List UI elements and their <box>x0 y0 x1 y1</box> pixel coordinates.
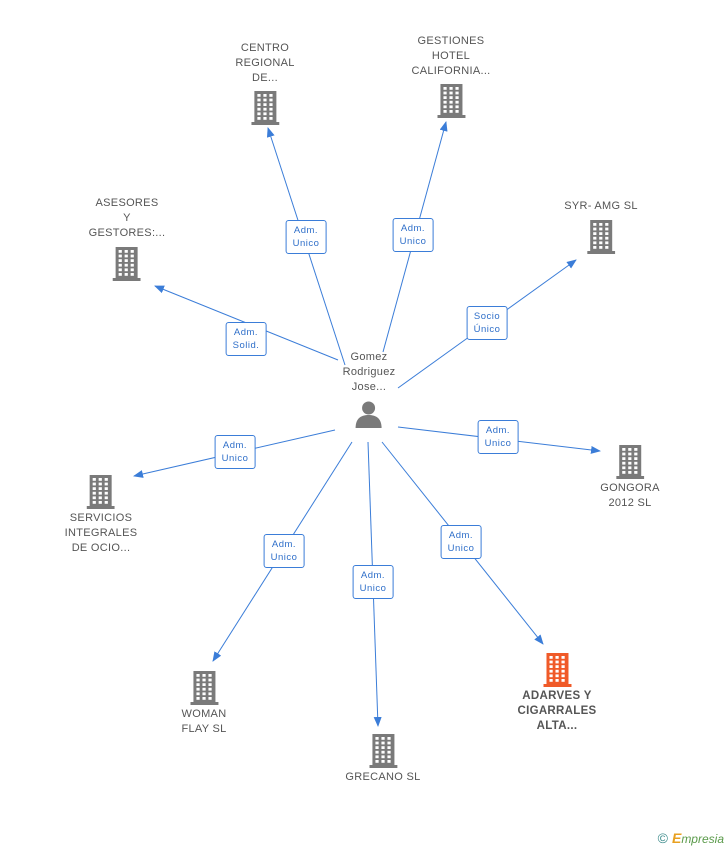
edge-label-gongora[interactable]: Adm. Unico <box>477 420 519 454</box>
building-icon <box>616 445 644 479</box>
company-node-servicios[interactable]: SERVICIOS INTEGRALES DE OCIO... <box>65 475 138 556</box>
company-label-servicios: SERVICIOS INTEGRALES DE OCIO... <box>65 511 138 556</box>
brand-name: mpresia <box>681 832 724 846</box>
company-label-line: CENTRO <box>240 42 290 54</box>
building-icon <box>543 653 571 687</box>
empresia-watermark: ©Empresia <box>658 830 724 846</box>
company-label-line: GESTIONES <box>417 35 485 47</box>
company-node-gongora[interactable]: GONGORA 2012 SL <box>600 445 660 511</box>
edge-label-servicios[interactable]: Adm. Unico <box>214 435 256 469</box>
center-person-label: Gomez Rodriguez Jose... <box>343 350 396 395</box>
building-icon <box>251 91 279 125</box>
edge-label-line: Adm. <box>448 530 474 541</box>
company-label-line: DE... <box>252 72 278 84</box>
company-label-line: 2012 SL <box>608 497 652 509</box>
company-label-line: ASESORES <box>95 197 159 209</box>
edge-label-line: Adm. <box>222 440 248 451</box>
company-node-gestiones[interactable]: GESTIONES HOTEL CALIFORNIA... <box>411 34 490 118</box>
company-label-grecano: GRECANO SL <box>345 770 420 785</box>
edge-label-line: Unico <box>221 453 249 464</box>
company-node-centro[interactable]: CENTRO REGIONAL DE... <box>235 41 294 125</box>
center-label-line: Rodriguez <box>342 366 396 378</box>
edge-label-line: Unico <box>399 236 427 247</box>
company-label-line: Y <box>123 212 131 224</box>
edge-label-grecano[interactable]: Adm. Unico <box>352 565 394 599</box>
company-label-gestiones: GESTIONES HOTEL CALIFORNIA... <box>411 34 490 79</box>
edge-label-line: Unico <box>484 438 512 449</box>
person-icon <box>356 401 382 428</box>
company-label-line: SERVICIOS <box>69 512 133 524</box>
company-label-woman: WOMAN FLAY SL <box>181 707 226 737</box>
building-icon <box>87 475 115 509</box>
company-label-asesores: ASESORES Y GESTORES:... <box>89 196 166 241</box>
center-label-line: Gomez <box>350 351 388 363</box>
edge-label-line: Unico <box>447 543 475 554</box>
edge-label-line: Adm. <box>360 570 386 581</box>
edge-label-line: Solid. <box>232 340 260 351</box>
edge-label-line: Unico <box>292 238 320 249</box>
edge-label-line: Único <box>473 324 501 335</box>
company-label-line: GESTORES:... <box>88 227 166 239</box>
company-label-line: ALTA... <box>536 720 578 732</box>
company-label-line: INTEGRALES <box>64 527 138 539</box>
company-label-line: FLAY SL <box>181 723 227 735</box>
company-label-syr: SYR- AMG SL <box>564 199 638 214</box>
building-icon <box>586 220 615 254</box>
edge-label-line: Adm. <box>271 539 297 550</box>
edge-label-asesores[interactable]: Adm. Solid. <box>225 322 267 356</box>
edge-label-line: Unico <box>270 552 298 563</box>
edge-label-centro[interactable]: Adm. Unico <box>285 220 327 254</box>
center-person-node[interactable]: Gomez Rodriguez Jose... <box>343 350 396 429</box>
building-icon <box>437 84 465 118</box>
edge-label-line: Adm. <box>293 225 319 236</box>
company-node-syr[interactable]: SYR- AMG SL <box>564 199 638 254</box>
copyright-icon: © <box>657 830 668 846</box>
building-icon <box>113 247 141 281</box>
company-node-woman[interactable]: WOMAN FLAY SL <box>181 671 226 737</box>
company-node-grecano[interactable]: GRECANO SL <box>345 734 420 785</box>
company-node-adarves[interactable]: ADARVES Y CIGARRALES ALTA... <box>517 653 596 734</box>
company-label-centro: CENTRO REGIONAL DE... <box>235 41 294 86</box>
company-label-line: HOTEL <box>431 50 471 62</box>
company-label-line: GONGORA <box>600 482 660 494</box>
edge-label-line: Socio <box>473 311 501 322</box>
company-label-gongora: GONGORA 2012 SL <box>600 481 660 511</box>
company-label-line: CALIFORNIA... <box>411 65 491 77</box>
edge-label-line: Adm. <box>400 223 426 234</box>
edge-label-line: Adm. <box>233 327 259 338</box>
building-icon <box>368 734 397 768</box>
company-label-line: WOMAN <box>181 708 227 720</box>
edge-label-line: Adm. <box>485 425 511 436</box>
building-icon <box>189 671 218 705</box>
company-node-asesores[interactable]: ASESORES Y GESTORES:... <box>89 196 166 281</box>
company-label-line: SYR- AMG SL <box>564 200 638 212</box>
company-label-line: DE OCIO... <box>71 542 131 554</box>
company-label-line: GRECANO SL <box>345 771 421 783</box>
company-label-line: REGIONAL <box>235 57 295 69</box>
brand-initial: E <box>671 830 682 846</box>
edge-label-adarves[interactable]: Adm. Unico <box>440 525 482 559</box>
company-label-adarves: ADARVES Y CIGARRALES ALTA... <box>517 689 596 734</box>
center-label-line: Jose... <box>351 381 387 393</box>
company-label-line: CIGARRALES <box>517 705 597 717</box>
edge-label-gestiones[interactable]: Adm. Unico <box>392 218 434 252</box>
company-label-line: ADARVES Y <box>522 690 592 702</box>
edge-label-woman[interactable]: Adm. Unico <box>263 534 305 568</box>
edge-label-line: Unico <box>359 583 387 594</box>
